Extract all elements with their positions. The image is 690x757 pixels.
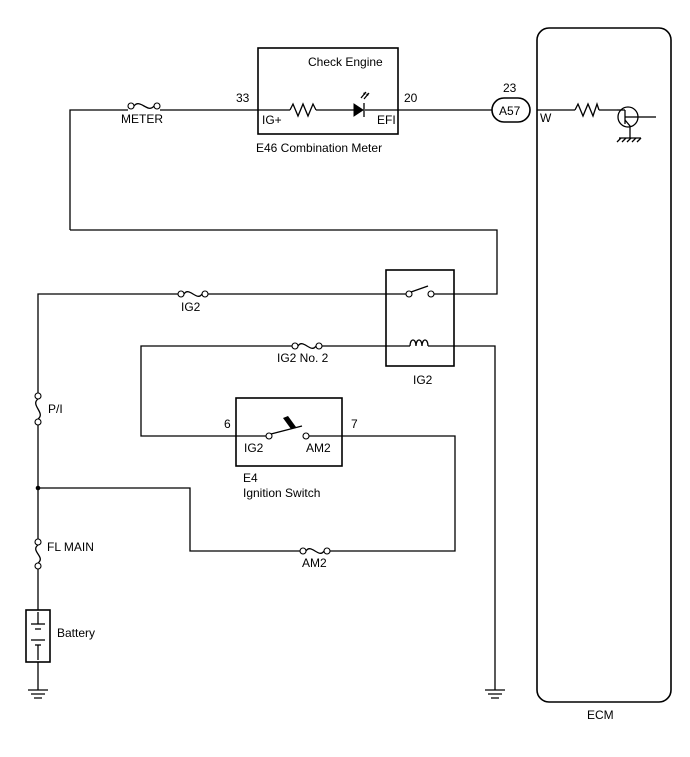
ignition-pin-7: 7 [351,417,358,431]
relay-switch-icon [386,285,454,298]
ignition-switch-contact-icon [236,416,342,440]
fuse-pi-label: P/I [48,402,63,416]
junction-dot [35,485,41,491]
ecm-wire-color: W [540,111,552,125]
ignition-switch-name: Ignition Switch [243,486,320,500]
meter-pin-efi-number: 20 [404,91,418,105]
ignition-switch-id: E4 [243,471,258,485]
ig2-relay: IG2 [385,269,455,387]
fuse-ig2: IG2 [177,290,209,314]
fuse-fl-main-label: FL MAIN [47,540,94,554]
combination-meter: Check Engine 33 IG+ 20 EFI E46 Combinati… [236,47,418,155]
check-engine-label: Check Engine [308,55,383,69]
relay-coil-icon [386,339,454,347]
connector-a57: 23 A57 [491,81,531,123]
ground-symbol-battery [28,689,48,699]
ecm-transistor-icon [616,106,642,143]
fuse-fl-main: FL MAIN [34,538,94,570]
battery: Battery [25,609,95,663]
meter-pin-ig-number: 33 [236,91,250,105]
ecm-resistor [574,101,600,118]
fuse-am2: AM2 [299,547,331,570]
check-engine-led-icon [353,91,370,117]
fuse-pi: P/I [34,392,63,426]
relay-label: IG2 [413,373,433,387]
fuse-ig2-label: IG2 [181,300,201,314]
meter-resistor [289,102,317,118]
ecm: W ECM [536,27,672,722]
ignition-pin-am2-name: AM2 [306,441,331,455]
connector-id: A57 [499,104,521,118]
meter-pin-efi-name: EFI [377,113,396,127]
fuse-meter: METER [121,102,163,126]
meter-pin-ig-name: IG+ [262,113,282,127]
ground-symbol-relay [485,689,505,699]
fuse-meter-label: METER [121,112,163,126]
ignition-switch: 6 IG2 7 AM2 E4 Ignition Switch [224,397,358,500]
fuse-am2-label: AM2 [302,556,327,570]
wires [37,109,656,690]
fuse-ig2-no2: IG2 No. 2 [277,342,329,365]
connector-pin-number: 23 [503,81,517,95]
fuse-ig2-no2-label: IG2 No. 2 [277,351,329,365]
battery-label: Battery [57,626,95,640]
meter-component-label: E46 Combination Meter [256,141,382,155]
ignition-pin-6: 6 [224,417,231,431]
ignition-pin-ig2-name: IG2 [244,441,264,455]
ecm-label: ECM [587,708,614,722]
